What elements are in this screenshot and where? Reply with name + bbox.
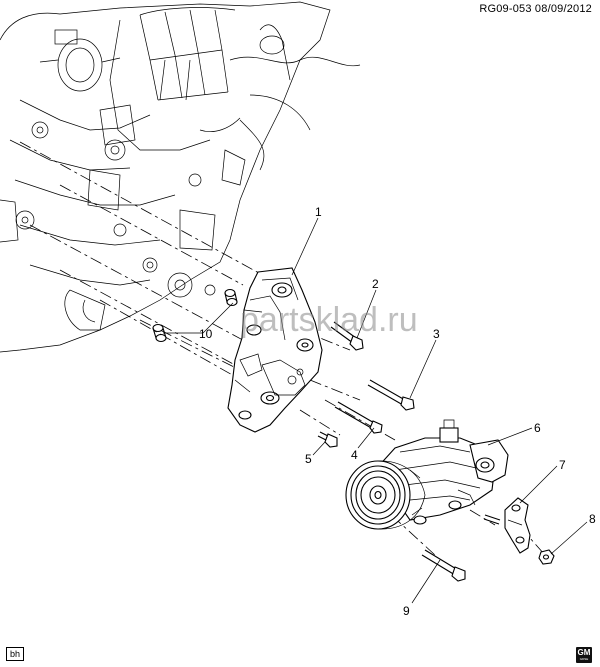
callout-10: 10 [199,327,213,341]
bolt-2 [330,321,364,351]
ac-compressor [345,419,509,530]
compressor-bracket [227,267,323,433]
author-tag: bh [6,647,25,661]
watermark-text: partsklad.ru [240,301,418,339]
callout-6: 6 [534,421,541,435]
callout-2: 2 [372,277,379,291]
callout-3: 3 [433,327,440,341]
gm-logo: GM GDSE [576,647,592,663]
callout-5: 5 [305,452,312,466]
gm-logo-text: GM [577,648,591,657]
callout-4: 4 [351,448,358,462]
bolt-9 [421,549,466,582]
bolt-3 [367,379,415,411]
compressor-brace-bracket [483,497,531,554]
engine-block [0,1,361,353]
nut-8 [538,549,555,565]
gm-logo-subtext: GDSE [579,657,589,661]
leader-lines [163,217,588,604]
callout-1: 1 [315,205,322,219]
dowel-sleeve-upper [224,288,238,307]
callout-9: 9 [403,604,410,618]
bolt-5 [317,431,338,448]
diagram-reference: RG09-053 08/09/2012 [479,3,592,15]
callout-7: 7 [559,458,566,472]
callout-8: 8 [589,512,596,526]
bolt-4 [334,401,383,434]
